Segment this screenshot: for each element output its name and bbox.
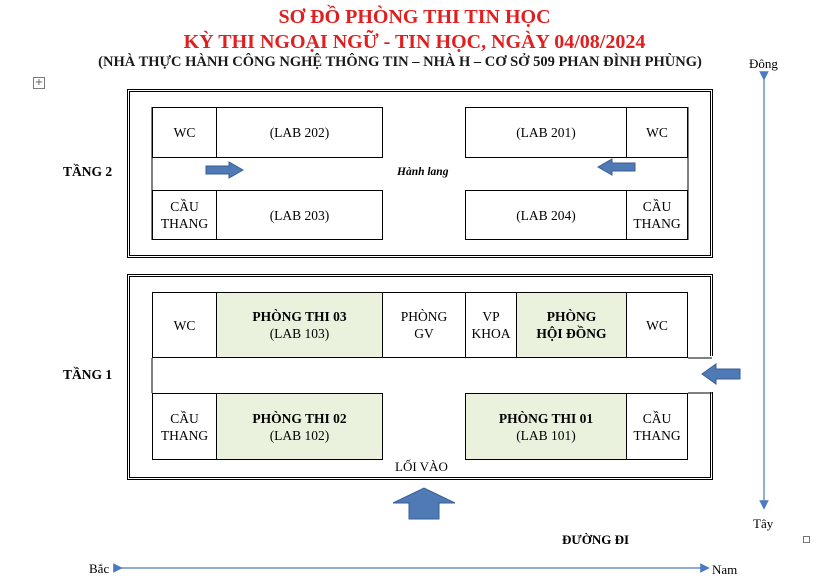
floor1-wc-right: WC	[626, 292, 688, 358]
exam-title: KỲ THI NGOẠI NGỮ - TIN HỌC, NGÀY 04/08/2…	[183, 31, 646, 53]
floor-2-label: TẦNG 2	[63, 164, 113, 179]
west-label: Tây	[753, 516, 774, 531]
arrow-right-icon	[205, 161, 245, 179]
east-label: Đông	[749, 56, 778, 71]
arrow-left-icon	[596, 158, 636, 176]
move-handle-icon[interactable]: +	[33, 77, 45, 89]
floor-1-label: TẦNG 1	[63, 367, 113, 382]
location-subtitle: (NHÀ THỰC HÀNH CÔNG NGHỆ THÔNG TIN – NHÀ…	[98, 54, 702, 70]
lab-202: (LAB 202)	[216, 107, 383, 158]
diagram-title: SƠ ĐỒ PHÒNG THI TIN HỌC	[278, 6, 551, 28]
lab-203: (LAB 203)	[216, 190, 383, 240]
north-label: Bắc	[89, 561, 110, 576]
resize-handle[interactable]	[803, 536, 810, 543]
hallway-label: Hành lang	[397, 166, 449, 178]
exam-room-01: PHÒNG THI 01 (LAB 101)	[465, 393, 627, 460]
entrance-label: LỐI VÀO	[393, 459, 450, 475]
floor-2-outline	[127, 89, 713, 258]
exam-room-02: PHÒNG THI 02 (LAB 102)	[216, 393, 383, 460]
floor1-wc-left: WC	[152, 292, 217, 358]
lab-201: (LAB 201)	[465, 107, 627, 158]
main-entrance-arrow-icon	[392, 487, 456, 520]
south-label: Nam	[712, 562, 738, 577]
floor2-wc-right: WC	[626, 107, 688, 158]
side-entrance-arrow-icon	[701, 363, 741, 385]
road-label: ĐƯỜNG ĐI	[562, 532, 630, 547]
lab-204: (LAB 204)	[465, 190, 627, 240]
exam-room-03: PHÒNG THI 03 (LAB 103)	[216, 292, 383, 358]
